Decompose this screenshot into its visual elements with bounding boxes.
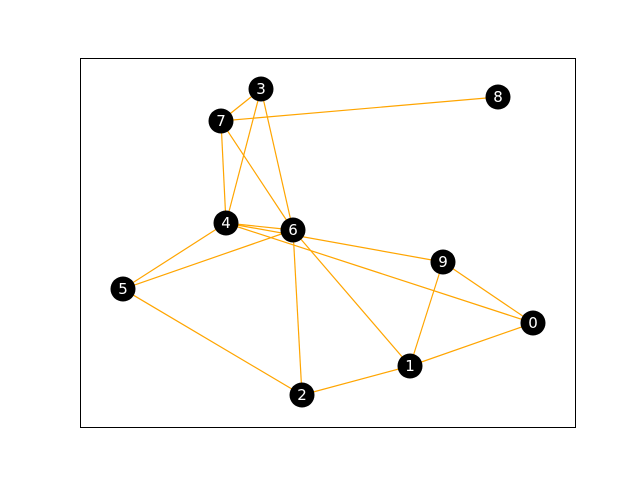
node-2: 2	[289, 382, 315, 408]
node-7: 7	[208, 108, 234, 134]
node-4: 4	[213, 210, 239, 236]
edge-7-6	[220, 120, 294, 231]
node-circle	[213, 210, 239, 236]
node-label: 9	[438, 253, 448, 271]
edge-4-9	[225, 222, 444, 263]
edge-6-2	[292, 229, 303, 396]
node-label: 7	[216, 112, 226, 130]
node-label: 0	[528, 314, 538, 332]
node-circle	[248, 76, 274, 102]
node-label: 1	[405, 357, 415, 375]
node-label: 8	[493, 88, 503, 106]
node-circle	[520, 310, 546, 336]
edge-5-2	[122, 288, 303, 396]
node-circle	[485, 84, 511, 110]
nodes-layer: 0 1 2 3 4 5 6 7 8 9	[110, 76, 546, 408]
plot-frame	[80, 58, 576, 428]
node-label: 2	[297, 386, 307, 404]
edges-layer	[122, 88, 534, 396]
node-circle	[397, 353, 423, 379]
node-circle	[280, 217, 306, 243]
node-label: 4	[221, 214, 231, 232]
edge-4-0	[225, 222, 534, 324]
edge-3-4	[225, 88, 262, 224]
node-label: 6	[288, 221, 298, 239]
edge-9-1	[409, 261, 444, 367]
edge-6-5	[122, 229, 294, 290]
edge-4-5	[122, 222, 227, 290]
node-6: 6	[280, 217, 306, 243]
node-8: 8	[485, 84, 511, 110]
edge-3-6	[260, 88, 294, 231]
edge-9-0	[442, 261, 534, 324]
edge-1-2	[301, 365, 411, 396]
node-3: 3	[248, 76, 274, 102]
node-9: 9	[430, 249, 456, 275]
node-circle	[208, 108, 234, 134]
node-label: 3	[256, 80, 266, 98]
node-label: 5	[118, 280, 128, 298]
edge-6-1	[292, 229, 411, 367]
edge-0-1	[409, 322, 534, 367]
node-circle	[110, 276, 136, 302]
node-5: 5	[110, 276, 136, 302]
node-circle	[430, 249, 456, 275]
edge-7-4	[220, 120, 227, 224]
node-1: 1	[397, 353, 423, 379]
node-circle	[289, 382, 315, 408]
node-0: 0	[520, 310, 546, 336]
